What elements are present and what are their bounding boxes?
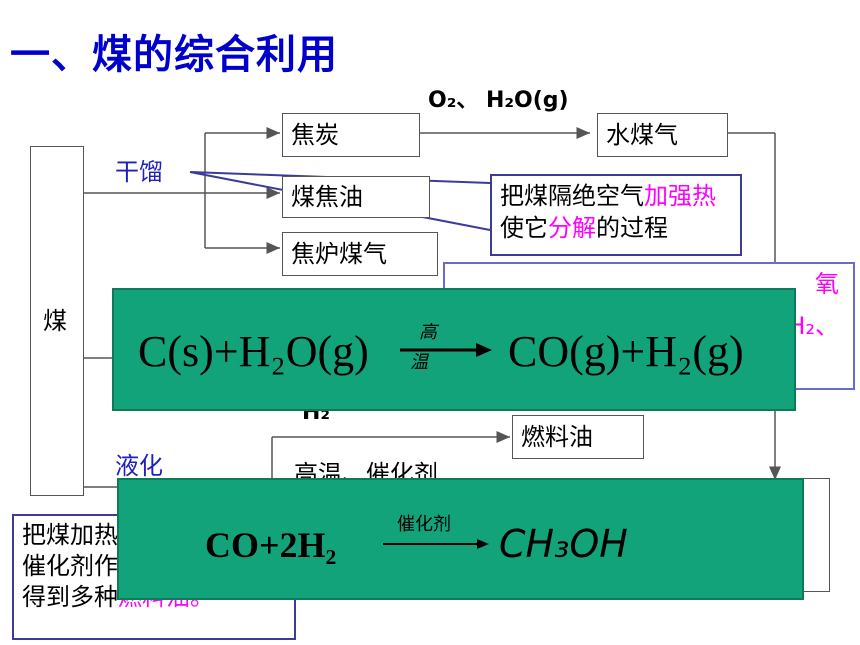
equation-1-condition-top: 高 (419, 322, 437, 343)
coke-box: 焦炭 (282, 113, 420, 157)
coal-tar-box: 煤焦油 (282, 176, 430, 218)
reactants-label: O₂、 H₂O(g) (428, 88, 569, 113)
coke-label: 焦炭 (291, 121, 339, 149)
water-gas-label: 水煤气 (606, 121, 678, 149)
dry-distillation-label: 干馏 (115, 158, 163, 186)
note-text: 使它 (500, 214, 548, 243)
note-text: 的过程 (596, 214, 668, 243)
equation-2-condition: 催化剂 (397, 514, 451, 535)
page-title: 一、煤的综合利用 (10, 32, 338, 78)
dry-distillation-note: 把煤隔绝空气加强热使它分解的过程 (490, 174, 742, 256)
equation-2-panel: CO+2H₂ 催化剂 CH₃OH (117, 478, 804, 600)
equation-1-right: CO(g)+H₂(g) (508, 327, 744, 376)
fuel-oil-box: 燃料油 (512, 415, 644, 459)
coke-oven-gas-label: 焦炉煤气 (291, 240, 387, 268)
equation-2-right: CH₃OH (499, 522, 628, 566)
equation-1-panel: C(s)+H₂O(g) 高 温 CO(g)+H₂(g) (112, 288, 796, 411)
note-highlight: 分解 (548, 214, 596, 243)
coal-tar-label: 煤焦油 (291, 183, 363, 211)
note-line: 催化剂作 (22, 552, 118, 581)
equation-1-left: C(s)+H₂O(g) (138, 327, 369, 376)
fuel-oil-label: 燃料油 (521, 423, 593, 451)
coal-label: 煤 (43, 307, 67, 335)
gasification-fragment-1: 氧 (815, 270, 839, 298)
note-text: 把煤隔绝空气 (500, 182, 644, 210)
note-line: 把煤加热 (22, 521, 118, 549)
liquefaction-label: 液化 (115, 452, 163, 480)
water-gas-box: 水煤气 (597, 113, 728, 157)
note-highlight: 加强热 (644, 182, 716, 210)
equation-2-arrow (383, 539, 489, 549)
equation-1-arrow (400, 343, 492, 357)
coke-oven-gas-box: 焦炉煤气 (282, 232, 438, 276)
coal-box: 煤 (30, 146, 84, 496)
note-text: 得到多种 (22, 583, 118, 612)
equation-2-left: CO+2H₂ (205, 525, 337, 565)
equation-1-condition-bottom: 温 (410, 352, 428, 373)
